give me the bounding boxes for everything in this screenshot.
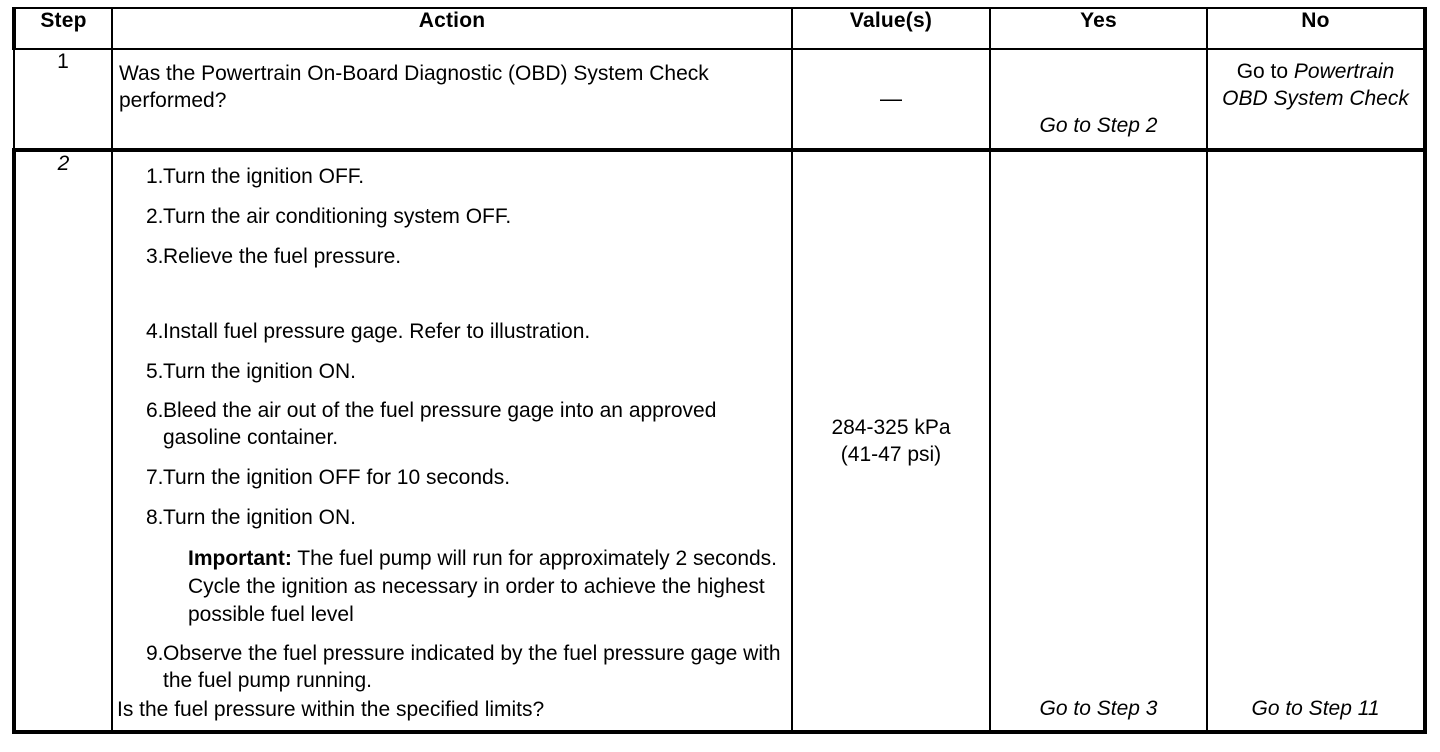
list-item-text: Bleed the air out of the fuel pressure g… [163, 399, 717, 450]
list-item: 3. Relieve the fuel pressure. [121, 244, 783, 271]
important-note: Important: The fuel pump will run for ap… [121, 545, 783, 629]
list-item-number: 5. [146, 359, 164, 383]
yes-branch-1[interactable]: Go to Step 2 [1039, 114, 1158, 138]
list-item: 2. Turn the air conditioning system OFF. [121, 204, 783, 231]
step-number-cell-1: 1 [13, 48, 113, 152]
no-cell-2: Go to Step 11 [1206, 149, 1427, 734]
table-row: 2 1. Turn the ignition OFF. 2. Turn the … [12, 149, 1427, 734]
procedure-step-list: 1. Turn the ignition OFF. 2. Turn the ai… [113, 152, 791, 694]
list-item-text: Turn the ignition ON. [163, 359, 356, 383]
step-number-1: 1 [57, 50, 69, 73]
column-header-no: No [1206, 7, 1427, 50]
action-cell-2: 1. Turn the ignition OFF. 2. Turn the ai… [111, 149, 793, 734]
list-item-text: Turn the ignition ON. [163, 506, 356, 529]
list-item-text: Turn the air conditioning system OFF. [163, 204, 512, 228]
list-item: 8. Turn the ignition ON. [121, 505, 783, 532]
list-item: 1. Turn the ignition OFF. [121, 164, 783, 191]
table-row: 1 Was the Powertrain On-Board Diagnostic… [13, 48, 1427, 152]
no-branch-prefix-1: Go to [1236, 60, 1294, 83]
yes-branch-2[interactable]: Go to Step 3 [1039, 697, 1158, 721]
list-item: 5. Turn the ignition ON. [121, 359, 783, 386]
list-item-number: 6. [146, 399, 164, 423]
list-item-text: Install fuel pressure gage. Refer to ill… [163, 319, 591, 343]
column-header-yes: Yes [989, 7, 1208, 50]
action-question-1: Was the Powertrain On-Board Diagnostic (… [119, 62, 709, 113]
list-item: 7. Turn the ignition OFF for 10 seconds. [121, 465, 783, 492]
list-item-text: Turn the ignition OFF for 10 seconds. [163, 466, 511, 490]
list-item-text: Relieve the fuel pressure. [163, 244, 402, 268]
column-header-step: Step [12, 7, 113, 50]
list-item: 6. Bleed the air out of the fuel pressur… [121, 398, 783, 452]
yes-cell-1: Go to Step 2 [989, 48, 1208, 152]
list-item-text: Turn the ignition OFF. [163, 165, 365, 188]
value-dash-1: — [880, 85, 902, 111]
value-kpa: 284-325 kPa [831, 415, 951, 439]
list-item: 9. Observe the fuel pressure indicated b… [121, 641, 783, 695]
step-number-cell-2: 2 [12, 149, 113, 734]
step-number-2: 2 [57, 152, 70, 175]
table-header-row: Step Action Value(s) Yes No [12, 7, 1427, 50]
diagnostic-table: Step Action Value(s) Yes No 1 Was the Po… [12, 7, 1427, 734]
list-item-number: 8. [146, 506, 164, 529]
value-cell-2: 284-325 kPa (41-47 psi) [791, 149, 991, 734]
list-item-number: 7. [146, 466, 164, 490]
list-item-number: 3. [146, 244, 164, 268]
yes-cell-2: Go to Step 3 [989, 149, 1208, 734]
column-header-values: Value(s) [791, 7, 991, 50]
important-text: The fuel pump will run for approximately… [188, 546, 778, 626]
value-psi: (41-47 psi) [840, 443, 942, 466]
action-cell-1: Was the Powertrain On-Board Diagnostic (… [111, 48, 793, 152]
no-branch-target-1[interactable]: Powertrain OBD System Check [1222, 60, 1409, 111]
no-branch-2[interactable]: Go to Step 11 [1251, 697, 1380, 721]
list-item-number: 9. [146, 641, 164, 665]
action-question-2: Is the fuel pressure within the specifie… [117, 698, 545, 722]
list-item-text: Observe the fuel pressure indicated by t… [163, 641, 781, 692]
column-header-action: Action [111, 7, 793, 50]
list-item-number: 2. [146, 204, 164, 228]
list-item: 4. Install fuel pressure gage. Refer to … [121, 319, 783, 346]
list-item-number: 1. [146, 165, 164, 188]
value-cell-1: — [791, 48, 991, 152]
no-cell-1: Go to Powertrain OBD System Check [1206, 48, 1427, 152]
important-label: Important: [188, 546, 292, 570]
list-item-number: 4. [146, 319, 164, 343]
